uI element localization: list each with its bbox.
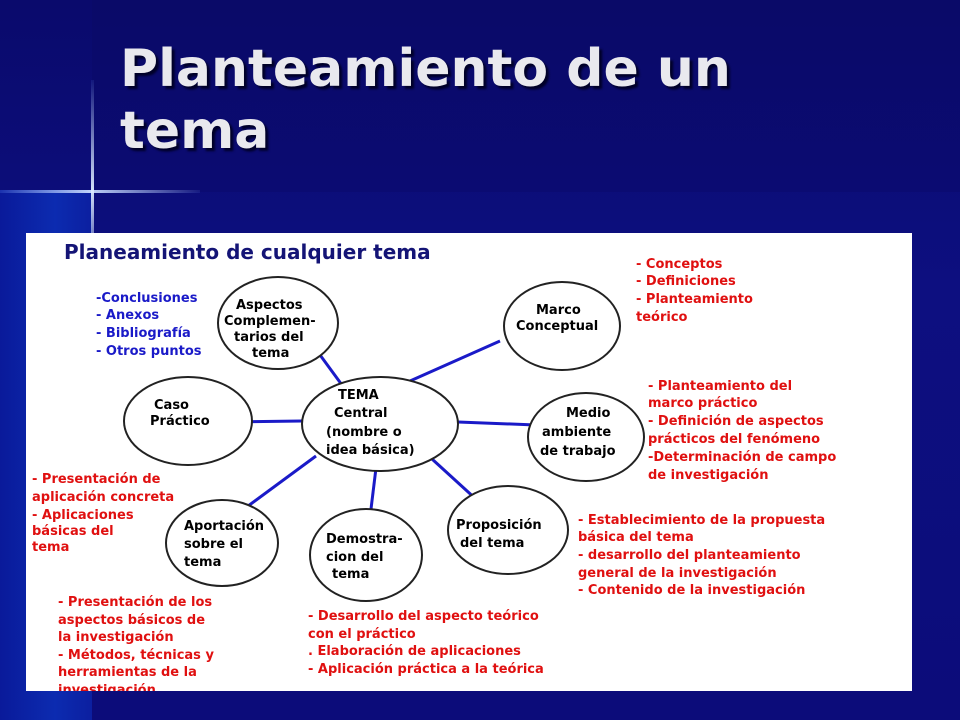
- node-marco-conceptual: [503, 281, 621, 371]
- svg-text:- Aplicaciones: - Aplicaciones: [32, 508, 134, 523]
- node-aportacion: [165, 499, 279, 587]
- svg-text:(nombre o: (nombre o: [326, 425, 402, 440]
- svg-text:sobre el: sobre el: [184, 537, 243, 552]
- svg-text:- Otros puntos: - Otros puntos: [96, 344, 202, 359]
- label-aspectos: Aspectos Complemen- tarios del tema: [224, 298, 316, 361]
- svg-text:teórico: teórico: [636, 310, 688, 325]
- svg-text:- Conceptos: - Conceptos: [636, 257, 723, 272]
- svg-text:- Desarrollo del aspecto teóri: - Desarrollo del aspecto teórico: [308, 609, 539, 624]
- diagram-title: Planeamiento de cualquier tema: [64, 240, 431, 264]
- svg-text:tarios del: tarios del: [234, 330, 304, 345]
- slide-title-line-2: tema: [120, 101, 270, 161]
- svg-text:- Métodos, técnicas y: - Métodos, técnicas y: [58, 648, 214, 663]
- svg-text:Aspectos: Aspectos: [236, 298, 303, 313]
- svg-text:con el práctico: con el práctico: [308, 627, 416, 642]
- note-caso: - Presentación de aplicación concreta - …: [32, 472, 174, 555]
- note-demostracion: - Desarrollo del aspecto teórico con el …: [308, 609, 544, 677]
- svg-text:de trabajo: de trabajo: [540, 444, 616, 459]
- svg-text:marco práctico: marco práctico: [648, 396, 757, 411]
- connector-marco: [409, 339, 501, 383]
- svg-text:del tema: del tema: [460, 536, 524, 551]
- svg-text:Marco: Marco: [536, 303, 581, 318]
- note-proposicion: - Establecimiento de la propuesta básica…: [578, 513, 825, 598]
- svg-text:tema: tema: [184, 555, 221, 570]
- svg-text:herramientas de la: herramientas de la: [58, 665, 197, 680]
- note-aspectos: -Conclusiones - Anexos - Bibliografía - …: [96, 291, 202, 359]
- svg-text:-Determinación de campo: -Determinación de campo: [648, 450, 836, 465]
- svg-text:general de la investigación: general de la investigación: [578, 566, 777, 581]
- node-aspectos: [217, 276, 339, 370]
- node-proposicion: [447, 485, 569, 575]
- svg-text:Práctico: Práctico: [150, 414, 210, 429]
- slide-header-band: [92, 0, 960, 192]
- svg-text:cion del: cion del: [326, 550, 383, 565]
- slide-title-line-1: Planteamiento de un: [120, 39, 731, 99]
- light-flare-vertical: [91, 80, 94, 280]
- svg-text:- Planteamiento: - Planteamiento: [636, 292, 753, 307]
- node-medio-ambiente: [527, 392, 645, 482]
- svg-text:Complemen-: Complemen-: [224, 314, 316, 329]
- svg-text:Medio: Medio: [566, 406, 611, 421]
- svg-text:- Presentación de los: - Presentación de los: [58, 595, 212, 610]
- svg-text:- Contenido de la investigaci: - Contenido de la investigación: [578, 583, 805, 598]
- label-aportacion: Aportación sobre el tema: [184, 519, 264, 570]
- svg-text:- Definiciones: - Definiciones: [636, 274, 736, 289]
- note-marco: - Conceptos - Definiciones - Planteamien…: [636, 257, 753, 325]
- connector-medio: [457, 420, 537, 427]
- svg-text:básica del tema: básica del tema: [578, 530, 694, 545]
- svg-text:- Anexos: - Anexos: [96, 308, 159, 323]
- note-aportacion: - Presentación de los aspectos básicos d…: [58, 595, 214, 691]
- connectors: [221, 339, 537, 511]
- node-caso-practico: [123, 376, 253, 466]
- svg-text:- Planteamiento del: - Planteamiento del: [648, 379, 792, 394]
- label-demostracion: Demostra- cion del tema: [326, 532, 403, 582]
- svg-text:- Establecimiento de la propue: - Establecimiento de la propuesta: [578, 513, 825, 528]
- light-flare-horizontal: [0, 190, 200, 193]
- connector-proposicion: [430, 457, 480, 503]
- concept-diagram: Planeamiento de cualquier tema TEMA Cent: [32, 240, 836, 691]
- svg-text:- Aplicación práctica a la teó: - Aplicación práctica a la teórica: [308, 662, 544, 677]
- svg-text:tema: tema: [252, 346, 289, 361]
- svg-text:- Presentación de: - Presentación de: [32, 472, 161, 487]
- svg-text:Central: Central: [334, 406, 387, 421]
- svg-text:Conceptual: Conceptual: [516, 319, 598, 334]
- label-tema-central: TEMA Central (nombre o idea básica): [326, 388, 415, 458]
- svg-text:- Bibliografía: - Bibliografía: [96, 326, 191, 341]
- svg-text:de investigación: de investigación: [648, 468, 769, 483]
- svg-text:TEMA: TEMA: [338, 388, 379, 403]
- svg-text:Caso: Caso: [154, 398, 189, 413]
- svg-text:- Definición de aspectos: - Definición de aspectos: [648, 414, 824, 429]
- slide-title: Planteamiento de un tema: [120, 38, 900, 162]
- svg-text:la investigación: la investigación: [58, 630, 174, 645]
- svg-text:ambiente: ambiente: [542, 425, 611, 440]
- note-medio: - Planteamiento del marco práctico - Def…: [648, 379, 836, 483]
- node-tema-central: [301, 376, 459, 472]
- svg-text:Demostra-: Demostra-: [326, 532, 403, 547]
- svg-text:Aportación: Aportación: [184, 519, 264, 534]
- svg-text:aplicación concreta: aplicación concreta: [32, 490, 174, 505]
- svg-text:tema: tema: [332, 567, 369, 582]
- label-marco: Marco Conceptual: [516, 303, 598, 334]
- svg-text:- desarrollo del planteamiento: - desarrollo del planteamiento: [578, 548, 801, 563]
- diagram-panel: Planeamiento de cualquier tema TEMA Cent: [26, 233, 912, 691]
- node-demostracion: [309, 508, 423, 602]
- svg-text:investigación: investigación: [58, 683, 156, 691]
- svg-text:idea básica): idea básica): [326, 443, 415, 458]
- svg-text:prácticos del fenómeno: prácticos del fenómeno: [648, 432, 820, 447]
- connector-aportacion: [243, 454, 317, 511]
- svg-text:Proposición: Proposición: [456, 518, 542, 533]
- svg-text:. Elaboración de aplicaciones: . Elaboración de aplicaciones: [308, 644, 521, 659]
- svg-text:básicas del: básicas del: [32, 524, 114, 539]
- svg-text:-Conclusiones: -Conclusiones: [96, 291, 198, 306]
- connector-demostracion: [369, 467, 378, 510]
- label-medio: Medio ambiente de trabajo: [540, 406, 616, 459]
- label-proposicion: Proposición del tema: [456, 518, 542, 551]
- svg-text:tema: tema: [32, 540, 69, 555]
- svg-text:aspectos básicos de: aspectos básicos de: [58, 613, 205, 628]
- label-caso: Caso Práctico: [150, 398, 210, 429]
